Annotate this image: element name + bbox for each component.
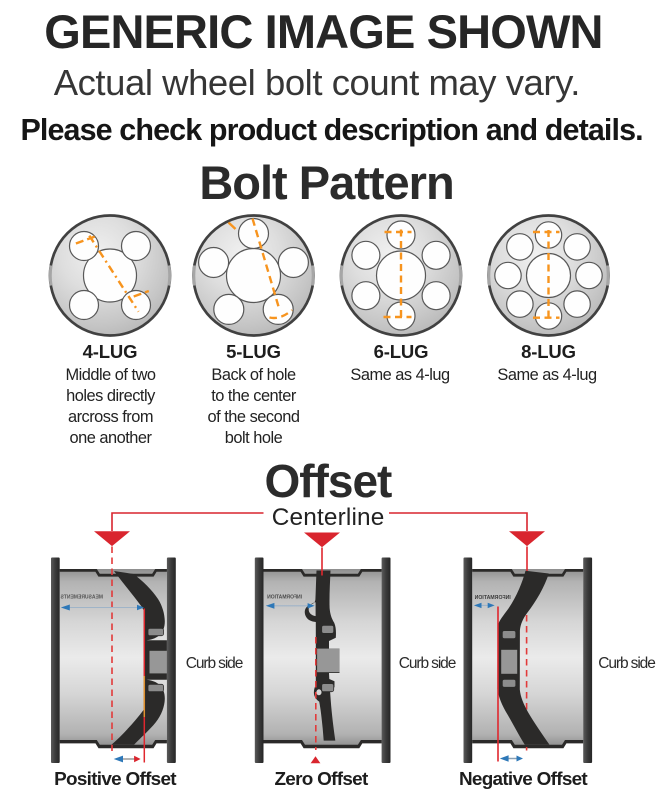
svg-text:MEASUREMENTS: MEASUREMENTS <box>60 594 103 600</box>
svg-text:INFORMATION: INFORMATION <box>267 595 302 601</box>
svg-text:INFORMATION: INFORMATION <box>474 595 510 601</box>
